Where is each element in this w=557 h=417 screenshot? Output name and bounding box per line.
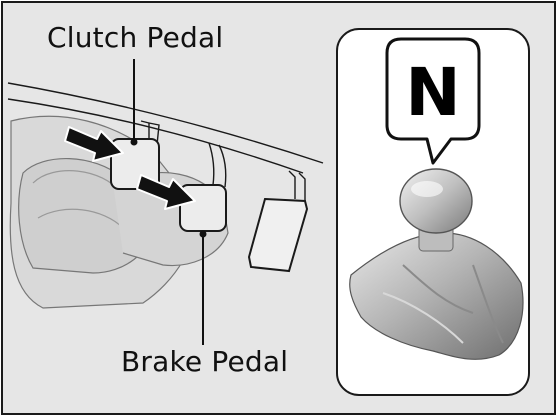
- brake-leader-line: [199, 230, 207, 345]
- arrow-right-icon: [136, 174, 196, 210]
- clutch-pedal-label: Clutch Pedal: [47, 21, 224, 54]
- gear-bubble: [385, 37, 481, 165]
- floor-outline: [7, 82, 324, 174]
- gear-knob-icon: [349, 168, 524, 360]
- arrow-right-icon: [64, 126, 124, 162]
- brake-pedal-label: Brake Pedal: [121, 345, 289, 378]
- brake-pedal: [179, 142, 227, 232]
- clutch-leader-line: [130, 59, 138, 146]
- accelerator-pedal: [247, 170, 309, 273]
- gear-position-letter: N: [405, 53, 461, 131]
- illustration-drawing: [7, 28, 530, 396]
